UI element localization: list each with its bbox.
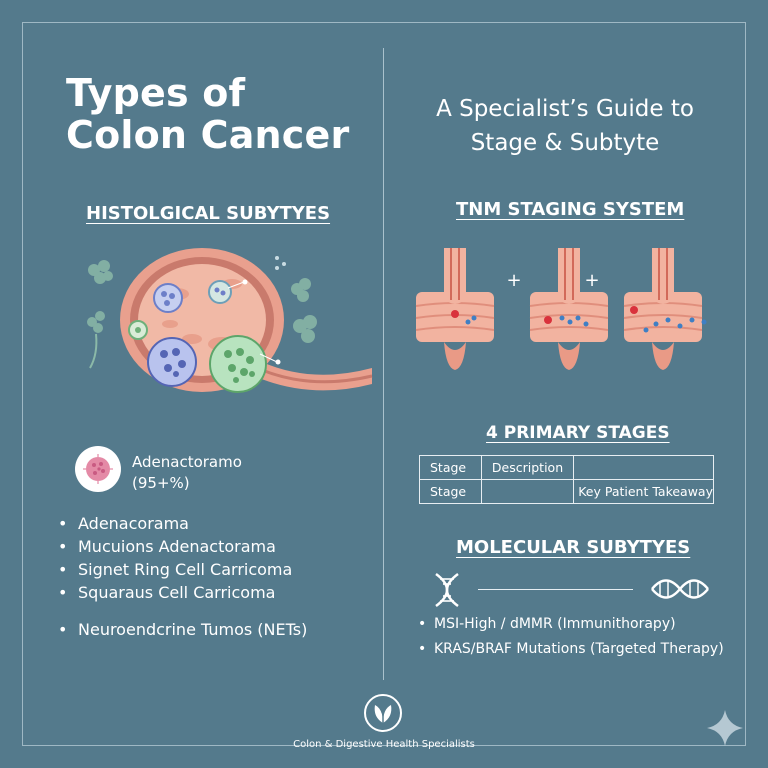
table-cell xyxy=(573,455,714,480)
footer-text: Colon & Digestive Health Specialists xyxy=(293,739,475,750)
molecular-heading: MOLECULAR SUBYTYES xyxy=(456,537,691,558)
list-item: •Neuroendcrine Tumos (NETs) xyxy=(58,620,308,639)
page-frame xyxy=(22,22,746,746)
table-row: Stage Key Patient Takeaway xyxy=(419,479,714,504)
list-item: •KRAS/BRAF Mutations (Targeted Therapy) xyxy=(418,641,724,657)
subtitle-line-2: Stage & Subtyte xyxy=(470,130,660,156)
dna-strand-icon xyxy=(651,579,709,599)
list-item: •Adenacorama xyxy=(58,514,189,533)
molecular-subtype-list: •MSI-High / dMMR (Immunithorapy) •KRAS/B… xyxy=(418,612,724,662)
list-item: •MSI-High / dMMR (Immunithorapy) xyxy=(418,616,676,632)
featured-subtype-name: Adenactoramo xyxy=(132,453,242,471)
dna-helix-icon xyxy=(435,572,459,608)
stages-heading: 4 PRIMARY STAGES xyxy=(486,423,670,443)
title-line-2: Colon Cancer xyxy=(66,113,350,157)
table-cell: Stage xyxy=(419,455,482,480)
table-cell xyxy=(480,479,575,504)
table-row: Stage Description xyxy=(419,455,714,480)
column-divider xyxy=(383,48,384,680)
subtitle-line-1: A Specialist’s Guide to xyxy=(436,96,694,122)
list-item: •Signet Ring Cell Carricoma xyxy=(58,560,293,579)
adenocarcinoma-cell-icon xyxy=(75,446,121,492)
title-line-1: Types of xyxy=(66,71,246,115)
page-title: Types of Colon Cancer xyxy=(66,72,349,156)
tnm-staging-illustration: + + xyxy=(415,248,707,371)
page-subtitle: A Specialist’s Guide to Stage & Subtyte xyxy=(410,92,720,160)
svg-text:+: + xyxy=(506,270,521,291)
molecular-divider-line xyxy=(478,589,633,590)
table-cell: Stage xyxy=(419,479,482,504)
table-cell: Key Patient Takeaway xyxy=(573,479,714,504)
table-cell: Description xyxy=(480,455,575,480)
histological-heading: HISTOLGICAL SUBYTYES xyxy=(86,203,331,224)
leaf-logo-icon xyxy=(364,694,402,732)
histological-subtype-list: •Adenacorama •Mucuions Adenactorama •Sig… xyxy=(58,512,307,641)
sparkle-icon xyxy=(707,710,743,746)
featured-subtype-percent: (95+%) xyxy=(132,474,190,492)
colon-cross-section-illustration xyxy=(87,248,373,393)
stages-table: Stage Description Stage Key Patient Take… xyxy=(419,455,714,504)
list-item: •Squaraus Cell Carricoma xyxy=(58,583,276,602)
list-item: •Mucuions Adenactorama xyxy=(58,537,276,556)
tnm-heading: TNM STAGING SYSTEM xyxy=(456,199,685,220)
svg-text:+: + xyxy=(584,270,599,291)
